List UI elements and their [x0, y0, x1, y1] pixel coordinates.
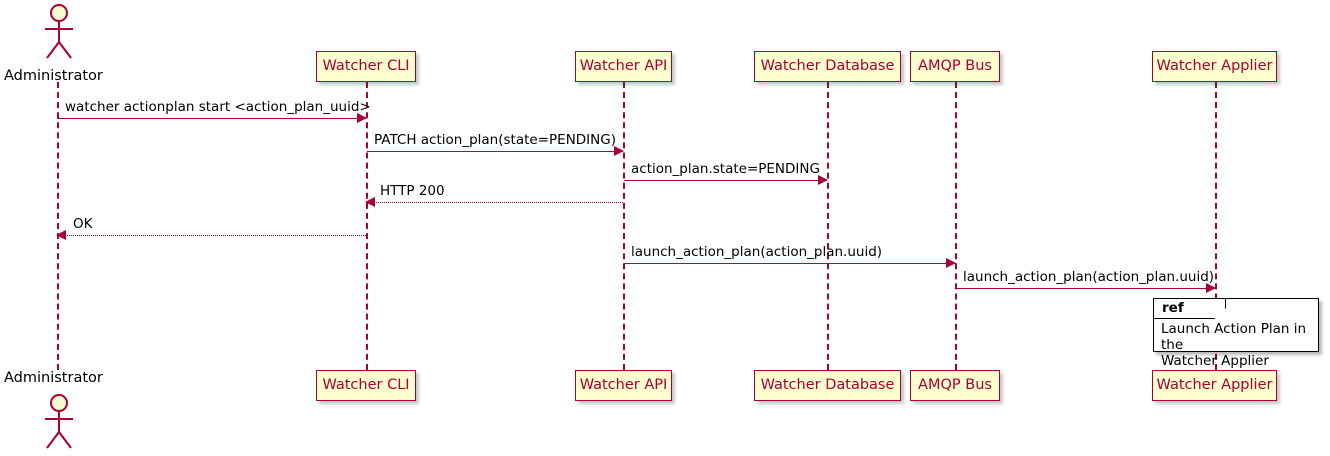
arrowhead-right-icon	[1206, 283, 1216, 293]
message-line	[57, 235, 366, 236]
ref-fragment[interactable]: ref Launch Action Plan in the Watcher Ap…	[1153, 298, 1319, 369]
message-label: watcher actionplan start <action_plan_uu…	[65, 99, 371, 115]
message-line	[367, 151, 623, 152]
arrowhead-right-icon	[614, 146, 624, 156]
lifeline-watcher-applier	[1215, 82, 1217, 370]
participant-watcher-cli-bottom[interactable]: Watcher CLI	[316, 370, 416, 401]
arrowhead-left-icon	[365, 197, 375, 207]
participant-watcher-applier-bottom[interactable]: Watcher Applier	[1152, 370, 1277, 401]
arrowhead-right-icon	[818, 175, 828, 185]
actor-administrator-top	[33, 2, 81, 62]
participant-watcher-database-top[interactable]: Watcher Database	[754, 51, 901, 82]
ref-fragment-body: Launch Action Plan in the Watcher Applie…	[1161, 321, 1314, 369]
participant-amqp-bus-bottom[interactable]: AMQP Bus	[910, 370, 1000, 401]
arrowhead-right-icon	[357, 113, 367, 123]
ref-fragment-body-line: Watcher Applier	[1161, 353, 1269, 369]
message-label: OK	[73, 216, 93, 232]
arrowhead-left-icon	[56, 230, 66, 240]
participant-watcher-api-top[interactable]: Watcher API	[575, 51, 672, 82]
participant-watcher-api-bottom[interactable]: Watcher API	[575, 370, 672, 401]
ref-fragment-body-line: Launch Action Plan in the	[1161, 321, 1307, 353]
participant-watcher-database-bottom[interactable]: Watcher Database	[754, 370, 901, 401]
participant-amqp-bus-top[interactable]: AMQP Bus	[910, 51, 1000, 82]
message-label: action_plan.state=PENDING	[631, 161, 820, 177]
actor-administrator-bottom	[33, 392, 81, 452]
lifeline-watcher-cli	[366, 82, 368, 370]
message-label: launch_action_plan(action_plan.uuid)	[963, 269, 1215, 285]
message-line	[624, 180, 827, 181]
participant-watcher-applier-top[interactable]: Watcher Applier	[1152, 51, 1277, 82]
message-line	[624, 263, 955, 264]
lifeline-watcher-database	[827, 82, 829, 370]
actor-stick-figure-icon	[45, 394, 73, 449]
message-label: PATCH action_plan(state=PENDING)	[374, 132, 616, 148]
lifeline-administrator	[57, 82, 59, 370]
participant-watcher-cli-top[interactable]: Watcher CLI	[316, 51, 416, 82]
message-line	[57, 118, 366, 119]
message-line	[956, 288, 1215, 289]
arrowhead-right-icon	[946, 258, 956, 268]
message-label: HTTP 200	[380, 183, 445, 199]
message-line	[366, 202, 623, 203]
actor-label-administrator-bottom: Administrator	[4, 370, 103, 386]
actor-label-administrator-top: Administrator	[4, 68, 103, 84]
message-label: launch_action_plan(action_plan.uuid)	[631, 244, 883, 260]
lifeline-watcher-api	[623, 82, 625, 370]
actor-stick-figure-icon	[45, 4, 73, 59]
ref-fragment-tab-label: ref	[1154, 299, 1226, 319]
lifeline-amqp-bus	[955, 82, 957, 370]
